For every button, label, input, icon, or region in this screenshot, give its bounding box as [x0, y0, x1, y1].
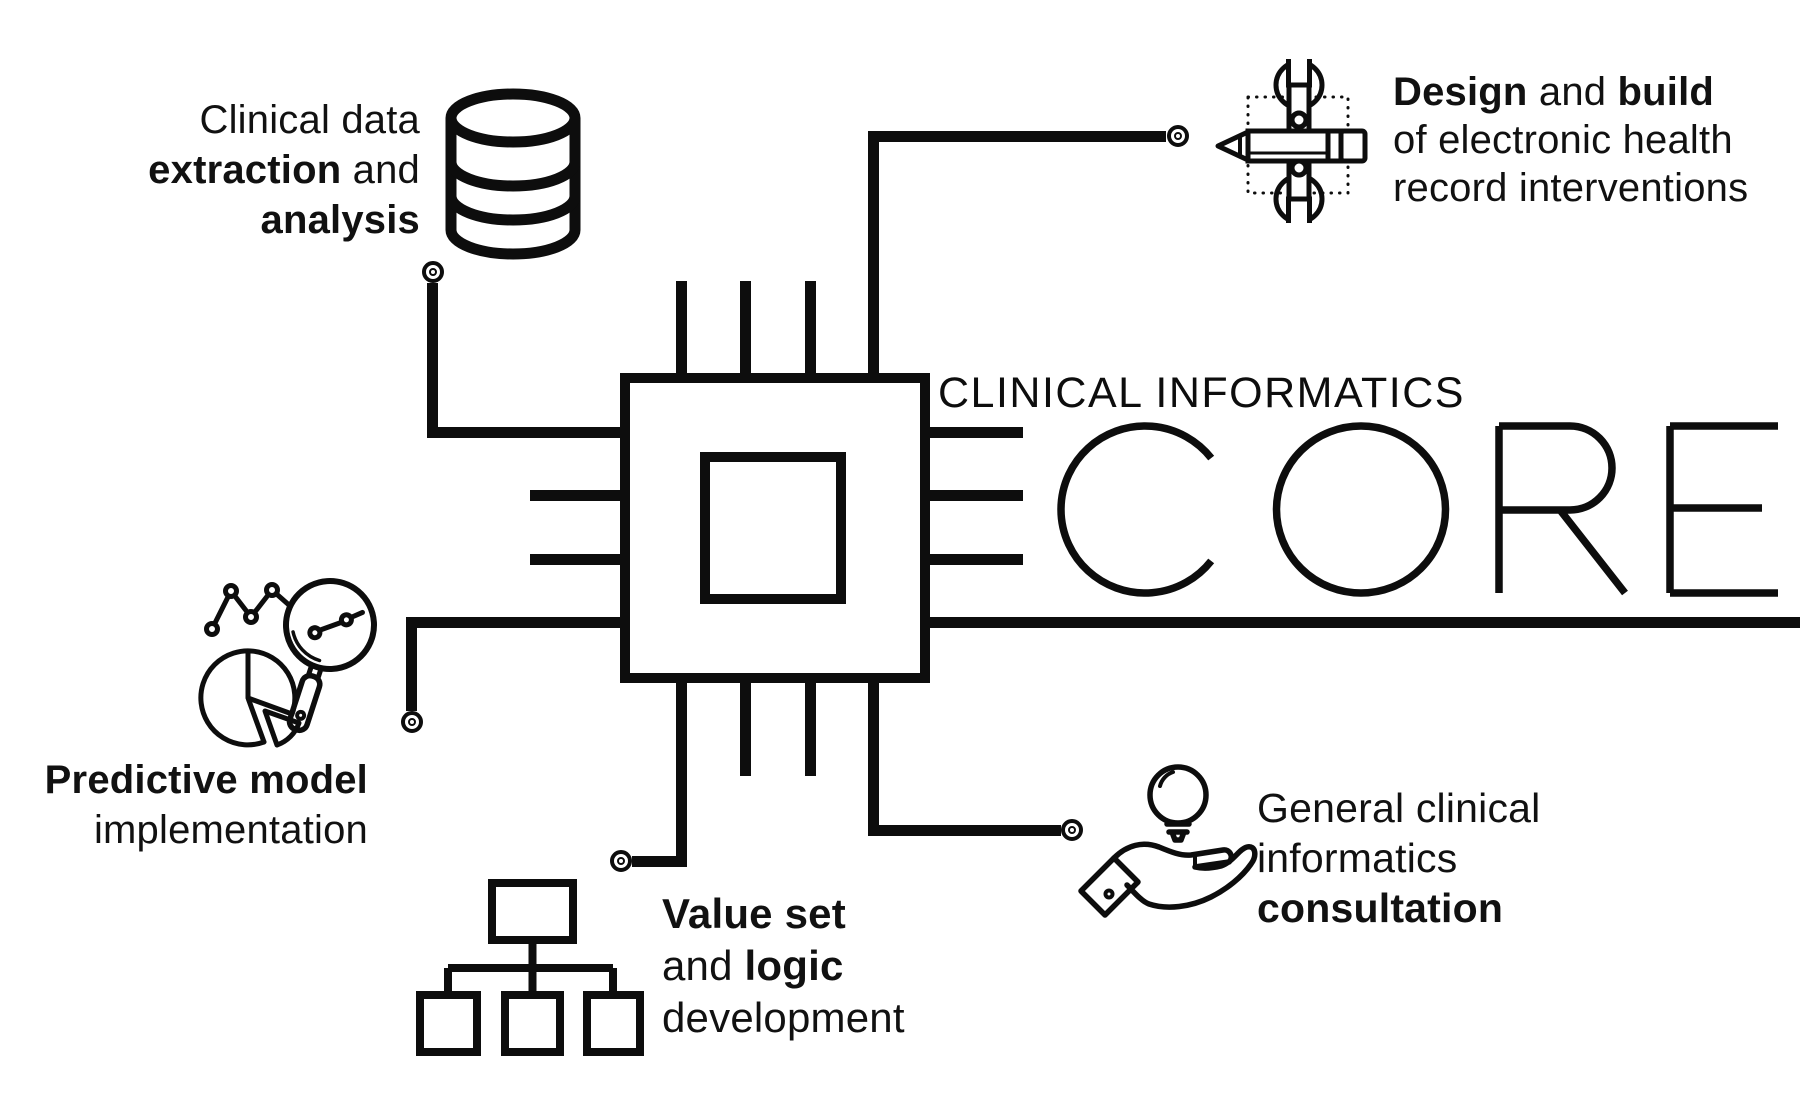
brand-kicker: CLINICAL INFORMATICS [938, 369, 1465, 417]
service-label-value-set: Value set and logic development [662, 888, 905, 1044]
chip-pin [805, 281, 816, 373]
label-line: and logic [662, 942, 844, 989]
connector-consultation-vertical [868, 683, 879, 836]
chip-pin [740, 683, 751, 776]
label-line: extraction and [148, 148, 420, 192]
label-line: analysis [260, 198, 420, 242]
label-line: General clinical [1257, 785, 1541, 831]
chip-pin [930, 427, 1023, 438]
connector-node-design [1167, 125, 1189, 147]
connector-valueset-horizontal [632, 856, 687, 867]
analytics-magnifier-icon [198, 578, 377, 748]
database-icon [445, 88, 581, 260]
hierarchy-icon [416, 879, 644, 1056]
hand-lightbulb-icon [1078, 764, 1258, 918]
connector-predictive-horizontal [406, 617, 620, 628]
connector-database-vertical [427, 283, 438, 438]
connector-valueset-vertical [676, 683, 687, 867]
label-line: implementation [93, 808, 368, 852]
chip-pin [740, 281, 751, 373]
label-line: of electronic health [1393, 118, 1733, 162]
service-label-design-build: Design and build of electronic health re… [1393, 68, 1748, 212]
label-line: record interventions [1393, 166, 1749, 210]
connector-design-vertical [868, 131, 879, 373]
chip-pin [805, 683, 816, 776]
label-line: Predictive model [44, 758, 368, 802]
connector-predictive-vertical [406, 617, 417, 711]
core-wordmark-text: CORE [0, 0, 1, 1]
connector-database-horizontal [427, 427, 620, 438]
core-baseline-rule [930, 617, 1800, 628]
core-letter-o [1272, 422, 1450, 597]
service-label-predictive-model: Predictive model implementation [0, 755, 368, 855]
wrench-pencil-icon [1215, 55, 1368, 225]
chip-pin [930, 554, 1023, 565]
chip-pin [530, 490, 620, 501]
label-line: Value set [662, 890, 846, 937]
connector-node-database [422, 261, 444, 283]
service-label-clinical-data: Clinical data extraction and analysis [90, 95, 420, 245]
connector-node-valueset [610, 850, 632, 872]
chip-outer-square [620, 373, 930, 683]
core-letter-c [1057, 422, 1215, 597]
chip-pin [676, 281, 687, 373]
core-wordmark [1057, 422, 1778, 597]
label-line: informatics [1257, 835, 1458, 881]
connector-node-predictive [401, 711, 423, 733]
connector-design-horizontal [868, 131, 1166, 142]
chip-pin [930, 490, 1023, 501]
chip-pin [530, 554, 620, 565]
label-line: consultation [1257, 885, 1504, 931]
core-letter-r [1495, 422, 1628, 596]
core-letter-e [1666, 422, 1778, 597]
connector-consultation-horizontal [868, 825, 1061, 836]
service-label-consultation: General clinical informatics consultatio… [1257, 783, 1541, 933]
label-line: development [662, 994, 905, 1041]
connector-node-consultation [1061, 819, 1083, 841]
label-line: Clinical data [199, 98, 420, 142]
label-line: Design and build [1393, 70, 1715, 114]
chip-inner-square [700, 452, 846, 604]
